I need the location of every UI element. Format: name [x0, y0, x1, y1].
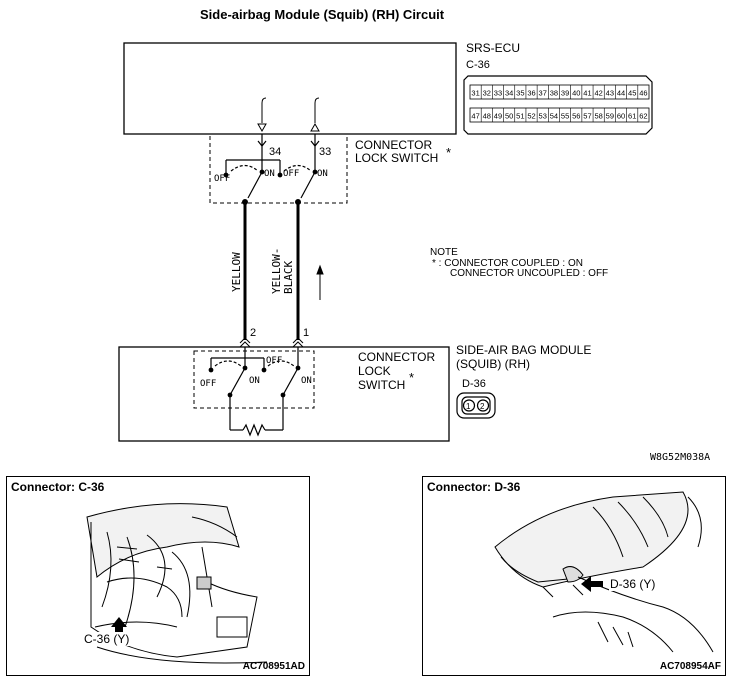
ecu-pin-label: 42 — [594, 89, 602, 98]
ecu-pin-label: 35 — [516, 89, 524, 98]
ecu-pin-label: 39 — [561, 89, 569, 98]
ecu-pin-label: 34 — [505, 89, 513, 98]
ecu-pin-label: 55 — [561, 112, 569, 121]
ecu-pin-label: 59 — [606, 112, 614, 121]
ecu-pin-label: 31 — [471, 89, 479, 98]
ecu-pin-34: 34 — [269, 146, 281, 158]
photo-title-d36: Connector: D-36 — [427, 480, 521, 494]
ecu-pin-label: 51 — [516, 112, 524, 121]
module-switch-on-1: ON — [249, 376, 260, 386]
ecu-terminals — [257, 97, 320, 133]
ecu-pin-label: 37 — [539, 89, 547, 98]
ecu-pin-label: 45 — [628, 89, 636, 98]
wire-left-color: YELLOW — [230, 252, 243, 292]
ecu-pin-label: 50 — [505, 112, 513, 121]
ecu-pin-label: 56 — [572, 112, 580, 121]
ecu-switch-on-1: ON — [264, 169, 275, 179]
ecu-switch-on-2: ON — [317, 169, 328, 179]
ecu-switch-star: * — [446, 145, 451, 160]
ecu-switch-label-2: LOCK SWITCH — [355, 151, 438, 165]
note-heading: NOTE — [430, 247, 458, 258]
note-line-2: CONNECTOR UNCOUPLED : OFF — [450, 268, 608, 279]
ecu-pin-label: 38 — [550, 89, 558, 98]
module-switch-label-2: LOCK — [358, 364, 391, 378]
module-name-1: SIDE-AIR BAG MODULE — [456, 343, 591, 357]
circuit-diagram: Side-airbag Module (Squib) (RH) Circuit … — [118, 7, 710, 463]
image-code-d36: AC708954AF — [659, 661, 721, 672]
module-cavity-2: 2 — [480, 402, 485, 411]
ecu-pin-label: 32 — [483, 89, 491, 98]
ecu-switch-off-1: OFF — [214, 174, 230, 184]
dashboard-illustration — [86, 503, 268, 664]
ecu-connector-id: C-36 — [466, 59, 490, 71]
ecu-pin-label: 48 — [483, 112, 491, 121]
ecu-pin-label: 58 — [594, 112, 602, 121]
module-cavity-1: 1 — [466, 402, 471, 411]
ecu-pin-label: 44 — [617, 89, 625, 98]
module-pin-1: 1 — [303, 327, 309, 339]
ecu-pin-label: 52 — [527, 112, 535, 121]
ecu-pin-label: 46 — [639, 89, 647, 98]
photo-panel-c36: Connector: C-36 C-36 (Y) AC708951AD — [6, 476, 310, 676]
module-lock-switch — [210, 347, 299, 437]
wire-right-color-2: BLACK — [282, 261, 295, 294]
ecu-pin-label: 57 — [583, 112, 591, 121]
ecu-pin-33: 33 — [319, 146, 331, 158]
diagram-code: W8G52M038A — [650, 452, 710, 463]
module-name-2: (SQUIB) (RH) — [456, 357, 530, 371]
wire-right-color-1: YELLOW- — [270, 248, 283, 294]
ecu-pin-label: 33 — [494, 89, 502, 98]
module-switch-star: * — [409, 370, 414, 385]
note-line-1: * : CONNECTOR COUPLED : ON — [432, 258, 583, 269]
module-switch-off-1: OFF — [200, 379, 216, 389]
diagram-title: Side-airbag Module (Squib) (RH) Circuit — [200, 7, 445, 22]
photo-panel-d36: Connector: D-36 D-36 (Y) AC708954AF — [422, 476, 726, 676]
ecu-lock-switch-box — [209, 133, 348, 204]
module-pin-2: 2 — [250, 327, 256, 339]
current-arrow — [316, 264, 324, 300]
module-switch-label-1: CONNECTOR — [358, 350, 435, 364]
module-switch-on-2: ON — [301, 376, 312, 386]
ecu-switch-off-2: OFF — [283, 169, 299, 179]
ecu-switch-contacts — [223, 169, 318, 178]
ecu-pin-label: 41 — [583, 89, 591, 98]
module-switch-off-2: OFF — [266, 356, 282, 366]
seat-illustration — [494, 491, 714, 653]
module-lock-switch-box — [193, 350, 315, 409]
photo-title-c36: Connector: C-36 — [11, 480, 105, 494]
callout-d36: D-36 (Y) — [609, 577, 657, 591]
callout-c36: C-36 (Y) — [83, 632, 131, 646]
module-connector-id: D-36 — [462, 378, 486, 390]
ecu-pin-label: 49 — [494, 112, 502, 121]
module-switch-label-3: SWITCH — [358, 378, 405, 392]
ecu-pin-label: 61 — [628, 112, 636, 121]
ecu-pin-label: 47 — [471, 112, 479, 121]
ecu-switch-label-1: CONNECTOR — [355, 138, 432, 152]
ecu-lock-switch — [225, 134, 320, 199]
ecu-pin-label: 43 — [606, 89, 614, 98]
ecu-pin-label: 54 — [550, 112, 558, 121]
module-box — [118, 346, 450, 442]
ecu-pin-label: 60 — [617, 112, 625, 121]
ecu-pin-label: 62 — [639, 112, 647, 121]
module-connector-face — [456, 392, 496, 419]
ecu-pin-label: 40 — [572, 89, 580, 98]
image-code-c36: AC708951AD — [242, 661, 305, 672]
ecu-box — [123, 42, 457, 135]
module-switch-contacts — [208, 365, 301, 398]
ecu-name: SRS-ECU — [466, 41, 520, 55]
ecu-pin-label: 36 — [527, 89, 535, 98]
ecu-pin-label: 53 — [539, 112, 547, 121]
wire-harness — [239, 199, 304, 348]
